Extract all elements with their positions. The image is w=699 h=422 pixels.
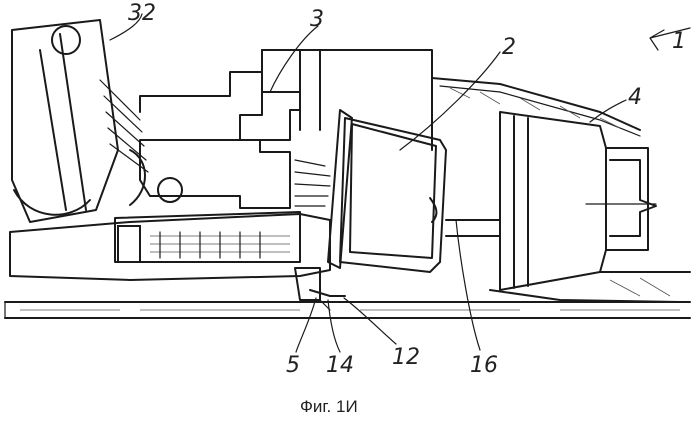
label-12: 12 xyxy=(392,345,420,370)
connector-body xyxy=(10,212,330,280)
part-16 xyxy=(446,220,690,302)
label-5: 5 xyxy=(286,353,300,378)
base-rail xyxy=(5,302,690,318)
label-3: 3 xyxy=(310,7,324,32)
part-2-cup xyxy=(328,110,446,272)
label-1: 1 xyxy=(672,29,686,54)
label-32: 32 xyxy=(128,1,156,26)
mechanism xyxy=(130,140,330,208)
part-4 xyxy=(500,112,656,290)
label-14: 14 xyxy=(326,353,354,378)
label-16: 16 xyxy=(470,353,498,378)
part-32 xyxy=(12,20,148,222)
figure-caption: Фиг. 1И xyxy=(300,397,358,416)
small-parts xyxy=(295,268,345,310)
label-4: 4 xyxy=(628,85,642,110)
part-3 xyxy=(240,92,300,140)
housing xyxy=(140,50,640,150)
label-2: 2 xyxy=(502,35,516,60)
